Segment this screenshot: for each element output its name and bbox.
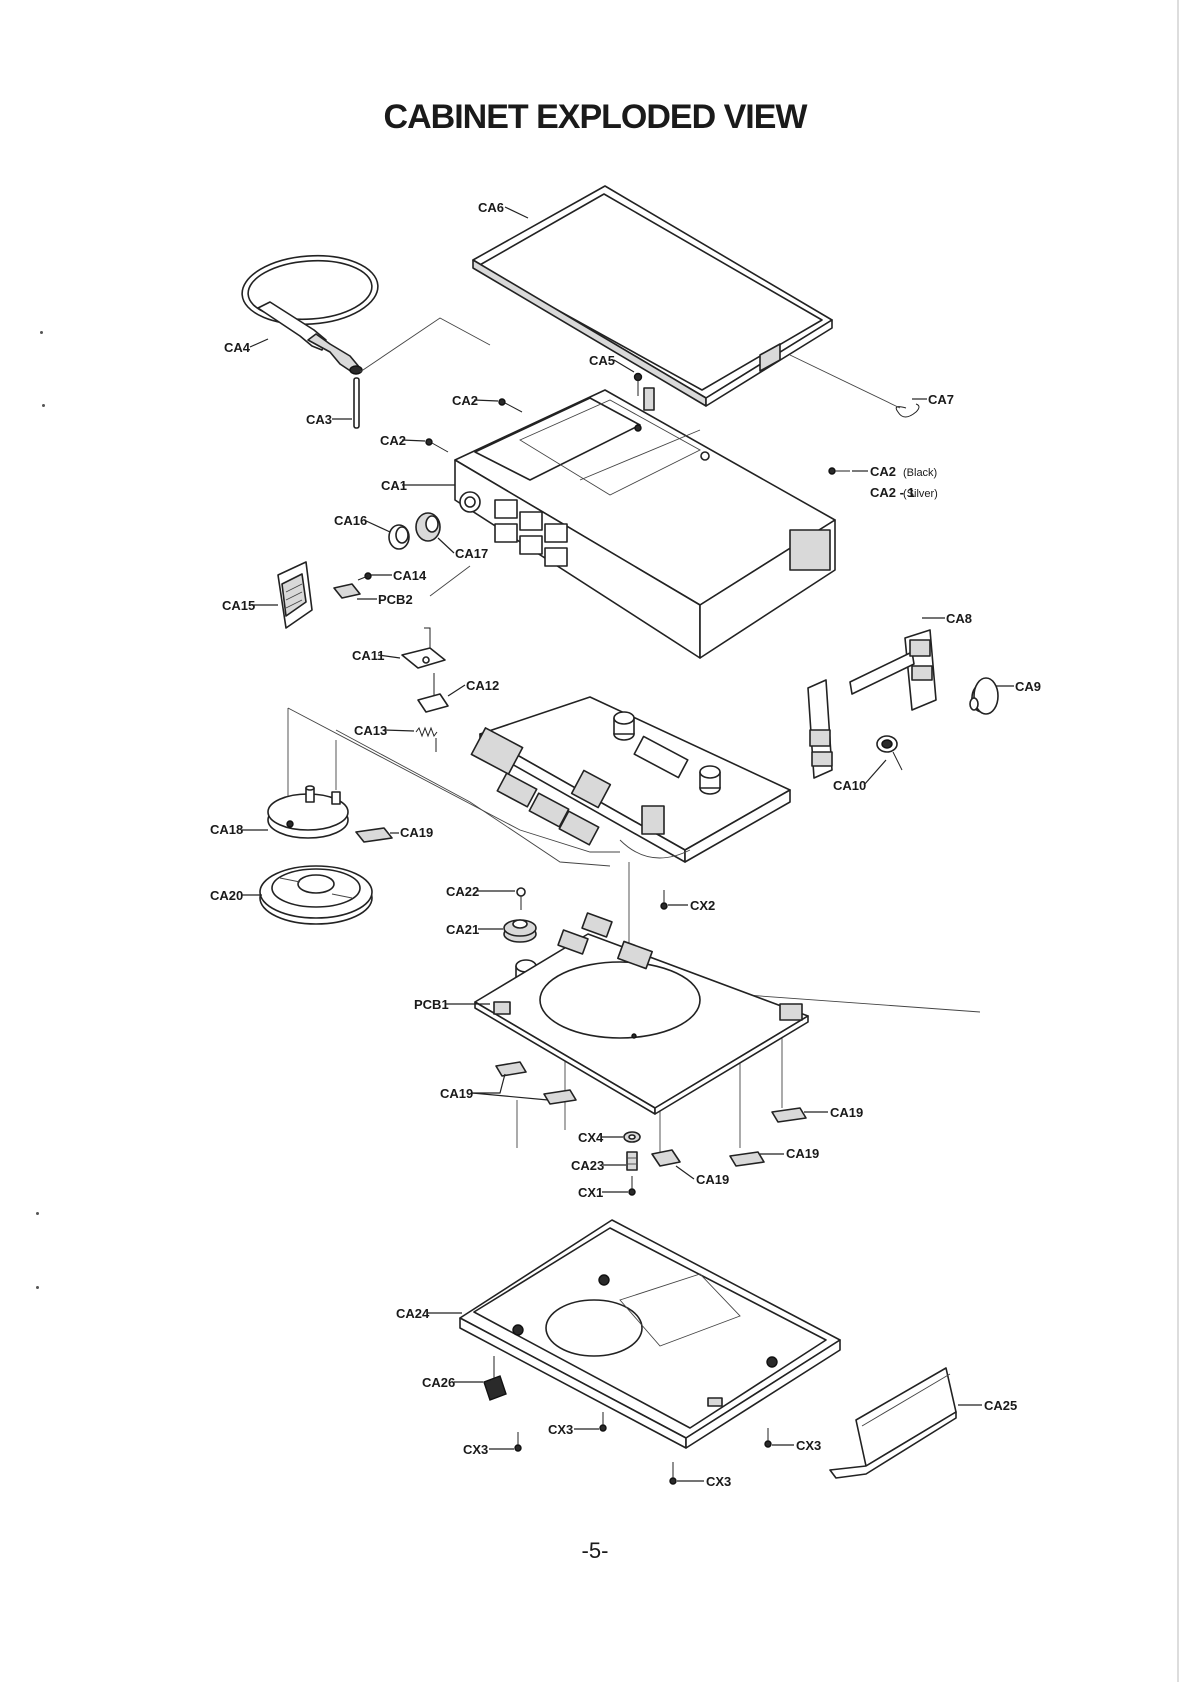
label-ca3: CA3 bbox=[306, 412, 332, 427]
label-ca21: CA21 bbox=[446, 922, 479, 937]
label-ca9: CA9 bbox=[1015, 679, 1041, 694]
label-ca19-c: CA19 bbox=[830, 1105, 863, 1120]
label-ca2-black: CA2 bbox=[870, 464, 896, 479]
label-ca26: CA26 bbox=[422, 1375, 455, 1390]
part-ca7-spring bbox=[896, 404, 919, 417]
label-ca7: CA7 bbox=[928, 392, 954, 407]
label-ca6: CA6 bbox=[478, 200, 504, 215]
part-ca9-spring bbox=[970, 678, 998, 714]
part-ca11-bracket bbox=[402, 628, 445, 668]
note-ca2-1-silver: (Silver) bbox=[903, 488, 938, 500]
label-ca19-b: CA19 bbox=[440, 1086, 473, 1101]
part-ca3-pin bbox=[354, 378, 359, 428]
scan-dot bbox=[40, 331, 43, 334]
label-ca10: CA10 bbox=[833, 778, 866, 793]
part-cx4-washer bbox=[624, 1132, 640, 1142]
label-ca19-a: CA19 bbox=[400, 825, 433, 840]
label-cx3-c: CX3 bbox=[706, 1474, 731, 1489]
part-ca23-spring bbox=[627, 1152, 637, 1170]
part-ca10-spring bbox=[877, 736, 902, 770]
label-ca5: CA5 bbox=[589, 353, 615, 368]
part-ca16-knob bbox=[389, 525, 409, 549]
part-cx1-screw bbox=[629, 1176, 635, 1195]
label-ca4: CA4 bbox=[224, 340, 251, 355]
part-ca26-clip bbox=[484, 1356, 506, 1400]
label-ca13: CA13 bbox=[354, 723, 387, 738]
label-cx3-b: CX3 bbox=[548, 1422, 573, 1437]
label-ca25: CA25 bbox=[984, 1398, 1017, 1413]
label-ca15: CA15 bbox=[222, 598, 255, 613]
label-cx4: CX4 bbox=[578, 1130, 604, 1145]
note-ca2-black: (Black) bbox=[903, 467, 937, 479]
part-ca15-side-panel bbox=[278, 562, 312, 628]
label-ca12: CA12 bbox=[466, 678, 499, 693]
label-ca8: CA8 bbox=[946, 611, 972, 626]
part-ca25-front-panel bbox=[830, 1368, 956, 1478]
label-pcb2: PCB2 bbox=[378, 592, 413, 607]
label-cx3-a: CX3 bbox=[463, 1442, 488, 1457]
part-pcb2-board bbox=[334, 584, 360, 598]
page-number: -5- bbox=[0, 1538, 1190, 1564]
label-ca17: CA17 bbox=[455, 546, 488, 561]
part-ca13-spring bbox=[416, 728, 437, 752]
label-pcb1: PCB1 bbox=[414, 997, 449, 1012]
part-ca8-arm bbox=[808, 630, 936, 778]
label-ca19-e: CA19 bbox=[696, 1172, 729, 1187]
part-ca17-knob bbox=[416, 513, 440, 541]
part-ca24-bottom-cabinet bbox=[460, 1220, 840, 1448]
label-ca14: CA14 bbox=[393, 568, 427, 583]
scan-dot bbox=[36, 1286, 39, 1289]
part-ca1-top-cabinet bbox=[455, 388, 835, 658]
label-ca18: CA18 bbox=[210, 822, 243, 837]
part-ca14-screw bbox=[358, 573, 371, 580]
label-cx2: CX2 bbox=[690, 898, 715, 913]
label-ca19-d: CA19 bbox=[786, 1146, 819, 1161]
part-pcb1-main-board bbox=[475, 913, 808, 1114]
label-ca20: CA20 bbox=[210, 888, 243, 903]
part-ca18-motor bbox=[268, 786, 348, 838]
label-cx1: CX1 bbox=[578, 1185, 603, 1200]
part-ca4-strap bbox=[240, 251, 380, 374]
part-ca22-screw bbox=[517, 888, 525, 910]
part-ca20-speaker bbox=[260, 866, 372, 924]
label-ca16: CA16 bbox=[334, 513, 367, 528]
part-ca12-bracket bbox=[418, 673, 448, 712]
label-ca22: CA22 bbox=[446, 884, 479, 899]
scan-dot bbox=[36, 1212, 39, 1215]
part-mechanism-chassis bbox=[471, 697, 790, 862]
label-ca24: CA24 bbox=[396, 1306, 430, 1321]
part-cx2-screw bbox=[661, 890, 667, 909]
scan-dot bbox=[42, 404, 45, 407]
label-ca23: CA23 bbox=[571, 1158, 604, 1173]
part-ca6-lid bbox=[473, 186, 832, 406]
label-cx3-d: CX3 bbox=[796, 1438, 821, 1453]
